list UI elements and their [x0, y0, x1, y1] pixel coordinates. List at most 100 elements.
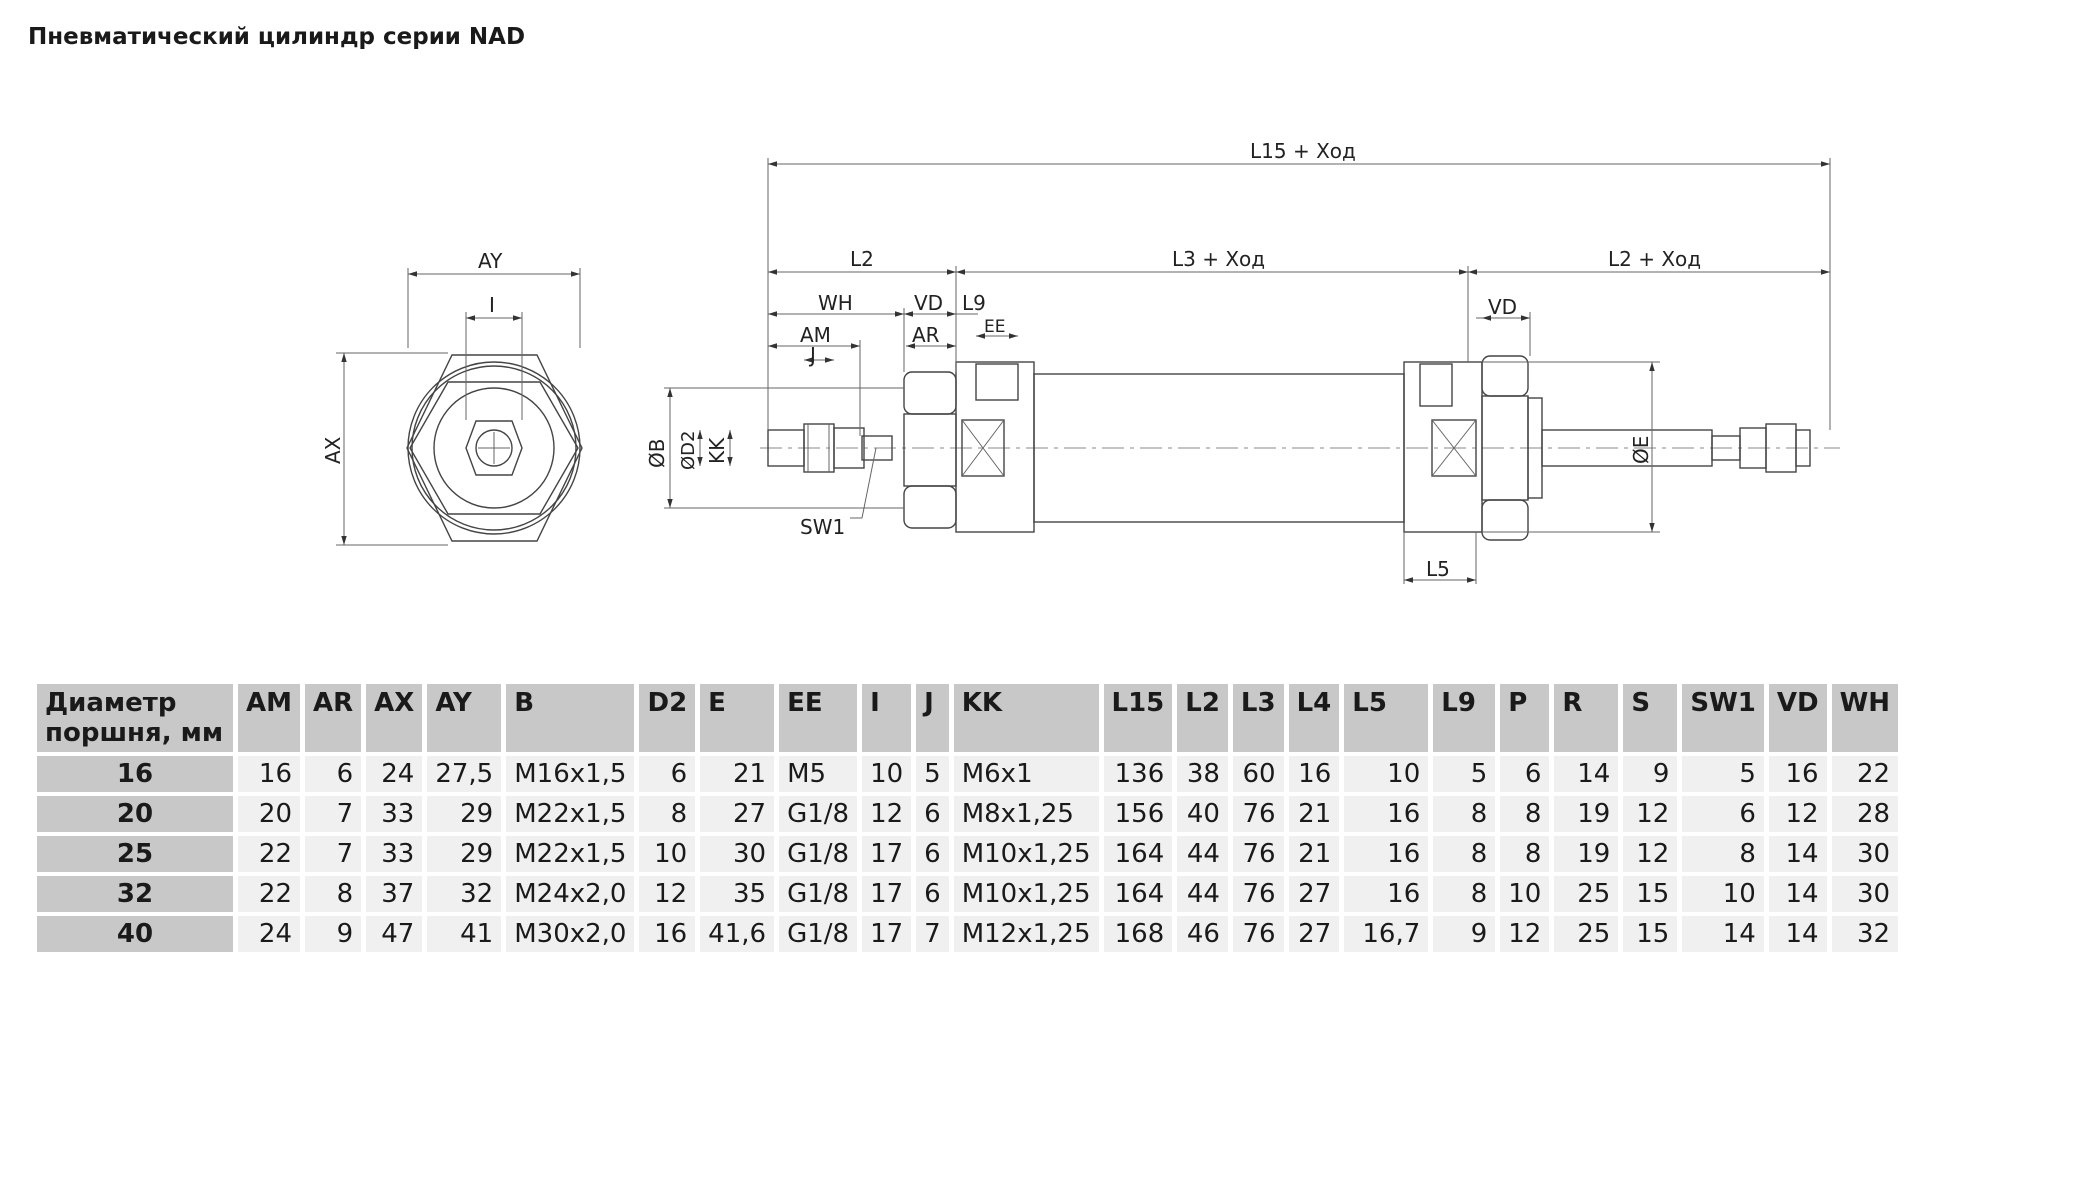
col-header: VD	[1768, 684, 1827, 752]
col-header: D2	[639, 684, 696, 752]
cell-diameter: 20	[37, 796, 233, 832]
table-cell: M6x1	[953, 756, 1099, 792]
table-cell: 8	[305, 876, 362, 912]
table-cell: G1/8	[779, 916, 858, 952]
col-header: WH	[1831, 684, 1899, 752]
table-cell: 5	[1433, 756, 1496, 792]
table-cell: 10	[1500, 876, 1550, 912]
table-cell: 16	[1344, 836, 1429, 872]
table-cell: 44	[1177, 836, 1228, 872]
col-header: B	[506, 684, 635, 752]
col-header: L9	[1433, 684, 1496, 752]
table-cell: 17	[862, 876, 912, 912]
table-cell: 14	[1554, 756, 1619, 792]
col-header: AY	[427, 684, 502, 752]
dim-j: J	[808, 343, 816, 367]
table-cell: 27	[1288, 916, 1340, 952]
col-header: AM	[238, 684, 300, 752]
table-cell: 9	[1433, 916, 1496, 952]
table-cell: 6	[305, 756, 362, 792]
table-cell: G1/8	[779, 796, 858, 832]
table-cell: 6	[639, 756, 696, 792]
dim-l9: L9	[962, 291, 986, 315]
cell-diameter: 32	[37, 876, 233, 912]
table-cell: 76	[1232, 916, 1284, 952]
table-cell: 46	[1177, 916, 1228, 952]
table-cell: 156	[1103, 796, 1173, 832]
table-cell: 5	[1682, 756, 1764, 792]
dim-ay: AY	[478, 249, 503, 273]
col-header: Диаметр поршня, мм	[37, 684, 233, 752]
table-cell: 12	[1768, 796, 1827, 832]
table-cell: 12	[639, 876, 696, 912]
table-cell: 12	[1500, 916, 1550, 952]
table-cell: 9	[305, 916, 362, 952]
col-header: P	[1500, 684, 1550, 752]
table-cell: 44	[1177, 876, 1228, 912]
table-cell: 164	[1103, 876, 1173, 912]
table-cell: 40	[1177, 796, 1228, 832]
table-cell: 29	[427, 796, 502, 832]
table-cell: 28	[1831, 796, 1899, 832]
table-cell: 33	[366, 796, 423, 832]
end-view: AY I AX	[321, 249, 583, 546]
table-cell: 10	[1682, 876, 1764, 912]
table-cell: 16	[639, 916, 696, 952]
dim-wh: WH	[818, 291, 853, 315]
table-cell: 16	[1344, 796, 1429, 832]
table-cell: G1/8	[779, 836, 858, 872]
col-header: L4	[1288, 684, 1340, 752]
table-cell: 8	[1682, 836, 1764, 872]
table-cell: 14	[1682, 916, 1764, 952]
table-cell: 35	[700, 876, 775, 912]
dim-kk: KK	[705, 437, 729, 464]
table-cell: 8	[1433, 876, 1496, 912]
table-cell: 20	[238, 796, 300, 832]
table-cell: 60	[1232, 756, 1284, 792]
table-cell: 19	[1554, 836, 1619, 872]
col-header: AX	[366, 684, 423, 752]
col-header: E	[700, 684, 775, 752]
table-cell: M22x1,5	[506, 796, 635, 832]
table-cell: 6	[1682, 796, 1764, 832]
table-cell: 30	[1831, 876, 1899, 912]
col-header: SW1	[1682, 684, 1764, 752]
table-cell: M8x1,25	[953, 796, 1099, 832]
dim-ar: AR	[912, 323, 940, 347]
dim-l5: L5	[1426, 557, 1450, 581]
table-cell: 76	[1232, 876, 1284, 912]
table-cell: 22	[238, 836, 300, 872]
table-row: 16 16 6 24 27,5 M16x1,5 6 21 M5 10 5 M6x…	[37, 756, 1899, 792]
cell-diameter: 40	[37, 916, 233, 952]
table-cell: 32	[427, 876, 502, 912]
table-header-row: Диаметр поршня, мм AM AR AX AY B D2 E EE…	[37, 684, 1899, 752]
table-cell: 24	[238, 916, 300, 952]
table-cell: 7	[916, 916, 949, 952]
dim-vd-rear: VD	[1488, 295, 1517, 319]
table-cell: 12	[1623, 836, 1678, 872]
table-cell: 47	[366, 916, 423, 952]
dim-oe: ØE	[1629, 436, 1653, 464]
table-cell: 9	[1623, 756, 1678, 792]
table-cell: 8	[1500, 836, 1550, 872]
dim-ee: EE	[984, 317, 1005, 337]
table-cell: M16x1,5	[506, 756, 635, 792]
table-cell: 25	[1554, 876, 1619, 912]
table-cell: 17	[862, 916, 912, 952]
table-cell: 14	[1768, 876, 1827, 912]
dim-l3: L3 + Ход	[1172, 247, 1265, 271]
table-cell: 10	[1344, 756, 1429, 792]
table-cell: 32	[1831, 916, 1899, 952]
table-cell: 12	[862, 796, 912, 832]
col-header: L3	[1232, 684, 1284, 752]
table-cell: 21	[1288, 796, 1340, 832]
table-cell: 16	[238, 756, 300, 792]
col-header: I	[862, 684, 912, 752]
table-cell: 37	[366, 876, 423, 912]
table-cell: M10x1,25	[953, 876, 1099, 912]
cell-diameter: 16	[37, 756, 233, 792]
table-row: 25 22 7 33 29 M22x1,5 10 30 G1/8 17 6 M1…	[37, 836, 1899, 872]
table-cell: 76	[1232, 836, 1284, 872]
table-cell: 15	[1623, 916, 1678, 952]
table-cell: 16	[1768, 756, 1827, 792]
